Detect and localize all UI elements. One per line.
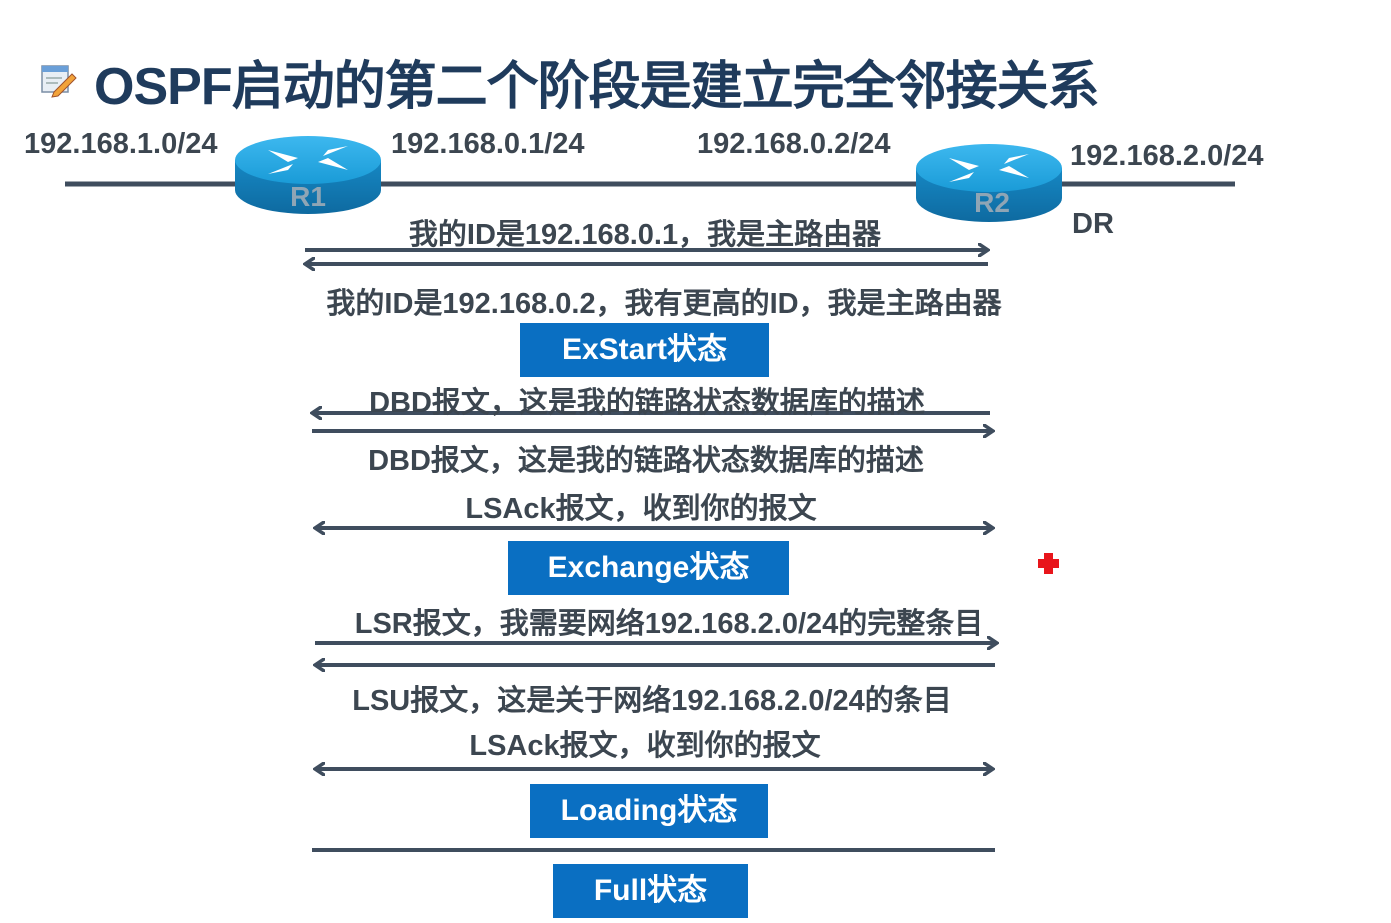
r1-label: R1 xyxy=(290,181,326,212)
r1-ip-label: 192.168.0.1/24 xyxy=(391,128,585,160)
right-subnet-label: 192.168.2.0/24 xyxy=(1070,140,1264,172)
r2-ip-label: 192.168.0.2/24 xyxy=(697,128,891,160)
message-hello-r1: 我的ID是192.168.0.1，我是主路由器 xyxy=(408,219,882,251)
message-lsack-1: LSAck报文，收到你的报文 xyxy=(465,493,817,525)
message-hello-r2: 我的ID是192.168.0.2，我有更高的ID，我是主路由器 xyxy=(326,288,1002,320)
red-cross-marker xyxy=(1038,553,1059,574)
notepad-pencil-icon xyxy=(41,65,77,98)
router-r1-icon xyxy=(235,136,381,214)
state-full: Full状态 xyxy=(553,864,748,918)
state-loading: Loading状态 xyxy=(530,784,768,838)
message-dbd-r2: DBD报文，这是我的链路状态数据库的描述 xyxy=(369,387,925,419)
message-dbd-r1: DBD报文，这是我的链路状态数据库的描述 xyxy=(368,445,924,477)
state-exstart: ExStart状态 xyxy=(520,323,769,377)
state-exchange: Exchange状态 xyxy=(508,541,789,595)
r2-label: R2 xyxy=(974,187,1010,218)
message-lsr: LSR报文，我需要网络192.168.2.0/24的完整条目 xyxy=(354,608,984,640)
left-subnet-label: 192.168.1.0/24 xyxy=(24,128,218,160)
message-lsack-2: LSAck报文，收到你的报文 xyxy=(469,730,821,762)
router-r2-icon xyxy=(916,144,1062,222)
page-title: OSPF启动的第二个阶段是建立完全邻接关系 xyxy=(94,58,1100,116)
message-lsu: LSU报文，这是关于网络192.168.2.0/24的条目 xyxy=(352,685,952,717)
r2-role-label: DR xyxy=(1072,208,1114,240)
